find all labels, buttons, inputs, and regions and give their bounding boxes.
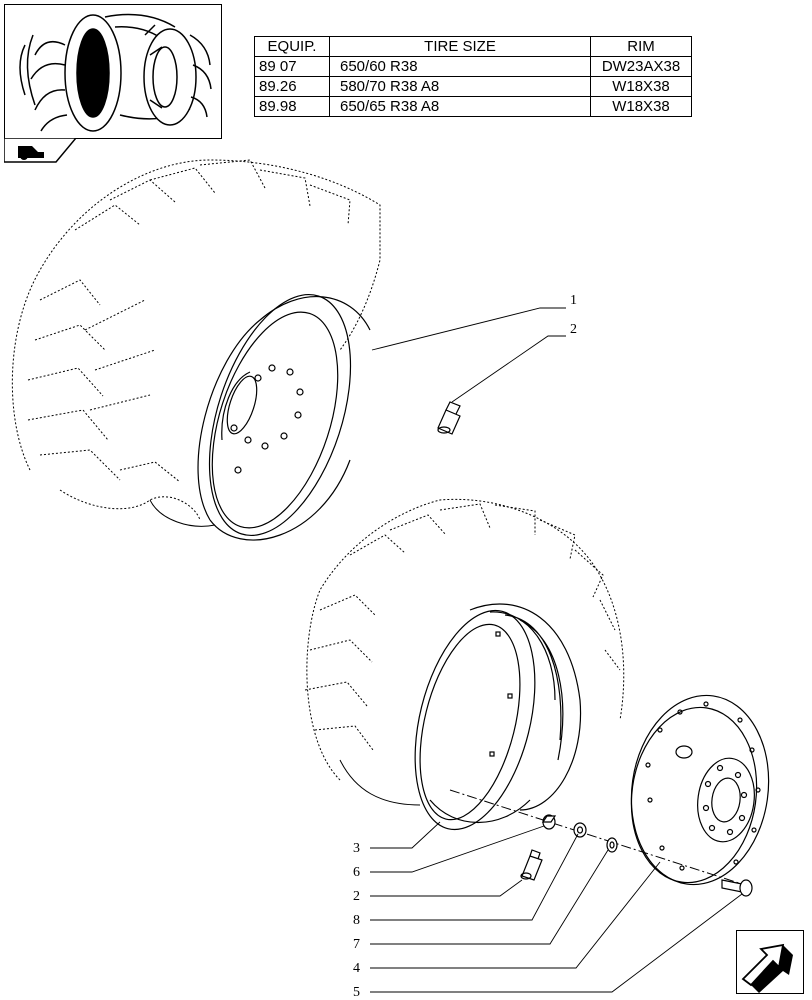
cell-rim: W18X38 xyxy=(590,76,692,97)
spacer-parts xyxy=(541,814,618,853)
tire-thumbnail xyxy=(4,4,222,139)
callout-4: 4 xyxy=(353,961,360,976)
upper-tire xyxy=(11,159,381,521)
cell-tire-size: 650/65 R38 A8 xyxy=(329,96,591,117)
tractor-tab-icon xyxy=(3,137,78,163)
callout-8: 8 xyxy=(353,913,360,928)
leader-lines xyxy=(370,307,743,993)
callout-3: 3 xyxy=(353,841,360,856)
wheel-center-disc xyxy=(630,694,770,886)
equipment-table: EQUIP. TIRE SIZE RIM 89 07 650/60 R38 DW… xyxy=(254,36,692,117)
valve-stem xyxy=(437,401,461,435)
assembly-axis-line xyxy=(449,789,746,886)
callout-5: 5 xyxy=(353,985,360,1000)
tire-thumbnail-icon xyxy=(19,13,212,132)
table-header-row: EQUIP. TIRE SIZE RIM xyxy=(254,36,692,57)
table-row: 89 07 650/60 R38 DW23AX38 xyxy=(254,56,692,77)
cell-rim: DW23AX38 xyxy=(590,56,692,77)
callout-2-top: 2 xyxy=(570,322,577,337)
table-row: 89.26 580/70 R38 A8 W18X38 xyxy=(254,76,692,97)
tractor-tab[interactable] xyxy=(3,137,78,164)
lower-tire xyxy=(304,498,625,781)
table-row: 89.98 650/65 R38 A8 W18X38 xyxy=(254,96,692,117)
next-page-button[interactable] xyxy=(736,930,804,994)
callout-2-bottom: 2 xyxy=(353,889,360,904)
upper-rim xyxy=(197,293,371,541)
cell-equip: 89.26 xyxy=(254,76,330,97)
callout-7: 7 xyxy=(353,937,360,952)
lower-rim xyxy=(414,603,582,831)
callout-6: 6 xyxy=(353,865,360,880)
next-page-arrow-icon xyxy=(741,943,793,993)
cell-rim: W18X38 xyxy=(590,96,692,117)
callout-1: 1 xyxy=(570,293,577,308)
valve-lower xyxy=(520,849,543,881)
cell-equip: 89.98 xyxy=(254,96,330,117)
wheel-bolt xyxy=(721,879,753,897)
